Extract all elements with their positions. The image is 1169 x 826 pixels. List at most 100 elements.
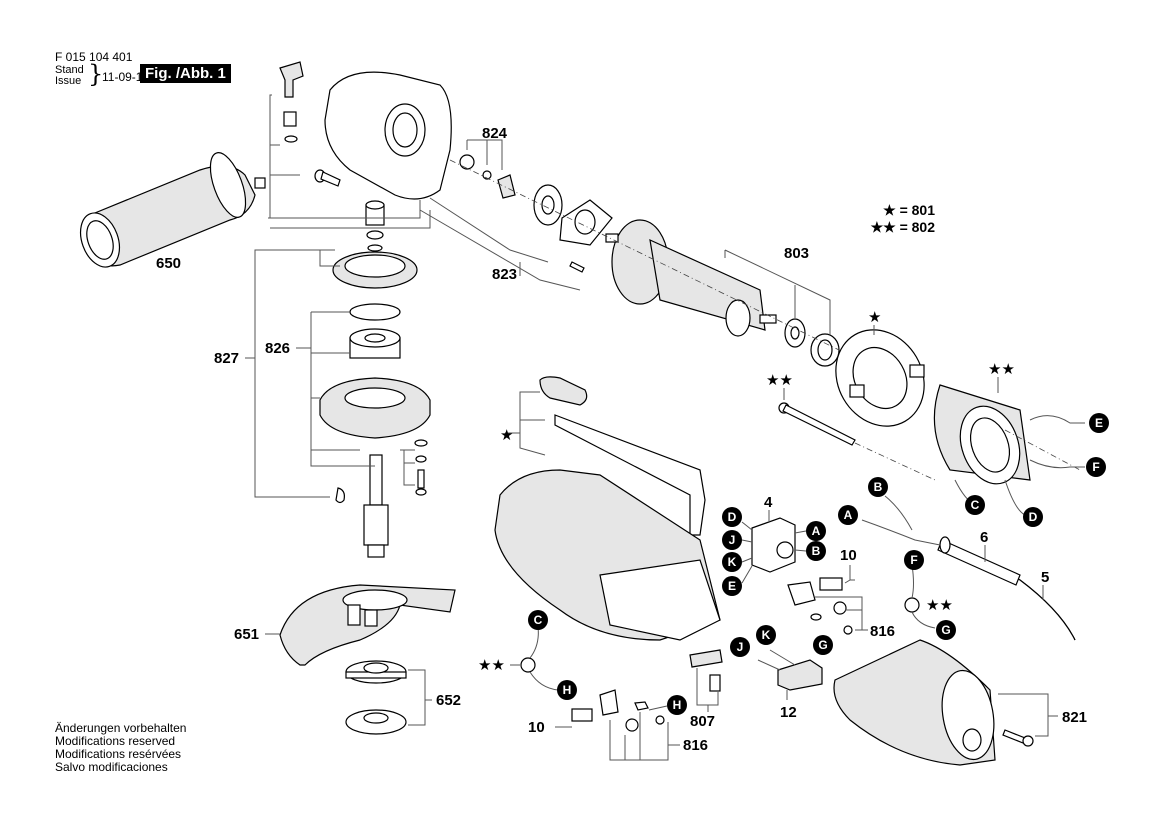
woodruff-key[interactable]	[335, 487, 345, 504]
label-12: 12	[780, 704, 797, 721]
star-field: ★★	[988, 360, 1015, 378]
armature-803[interactable]	[605, 219, 777, 337]
cover-screw[interactable]	[1002, 729, 1034, 747]
brush-holder-left[interactable]	[571, 689, 665, 732]
bearing-sleeve[interactable]	[810, 333, 840, 367]
svg-text:C: C	[534, 613, 543, 627]
svg-text:C: C	[971, 498, 980, 512]
label-823: 823	[492, 266, 517, 283]
star-ferrite-right: ★★	[926, 596, 953, 614]
svg-text:B: B	[874, 480, 883, 494]
ball-bearing-826[interactable]	[349, 328, 401, 359]
connector-B-switch: B	[806, 541, 826, 561]
field-screw[interactable]	[778, 402, 856, 446]
label-807: 807	[690, 713, 715, 730]
brush-holder-right[interactable]	[787, 577, 853, 635]
star-screw: ★★	[766, 371, 793, 389]
connector-J-capacitor: J	[730, 637, 750, 657]
nut-824[interactable]	[459, 154, 516, 199]
retaining-ring[interactable]	[349, 303, 401, 321]
star-air-guide: ★	[868, 308, 881, 326]
connector-G-ferrite: G	[936, 620, 956, 640]
rear-cover-821[interactable]	[833, 639, 1000, 766]
motor-housing[interactable]	[494, 469, 721, 641]
housing-screw[interactable]	[314, 169, 341, 187]
svg-text:H: H	[673, 698, 682, 712]
legend-double-star: ★★ = 802	[870, 219, 935, 235]
connector-J-switch: J	[722, 530, 742, 550]
connector-E-field: E	[1089, 413, 1109, 433]
issue-date: 11-09-19	[102, 70, 150, 84]
label-10-left: 10	[528, 719, 545, 736]
star-legend: ★ = 801 ★★ = 802	[845, 202, 935, 236]
bearing-plate[interactable]	[559, 199, 613, 246]
bevel-gear[interactable]	[332, 244, 418, 289]
air-guide-ring[interactable]	[819, 314, 942, 443]
svg-text:G: G	[818, 638, 827, 652]
cable-protection-sleeve-6[interactable]	[937, 536, 1021, 586]
inner-flange[interactable]	[345, 660, 407, 684]
side-handle-650[interactable]	[74, 148, 266, 272]
label-803: 803	[784, 245, 809, 262]
label-816-right: 816	[870, 623, 895, 640]
ball-bearing-front[interactable]	[533, 184, 563, 226]
svg-text:H: H	[563, 683, 572, 697]
note-en: Modifications reserved	[55, 734, 176, 748]
stand-issue-label: Stand Issue	[55, 65, 84, 87]
connector-C-field: C	[965, 495, 985, 515]
star-switch: ★	[500, 426, 513, 444]
modification-notes: Änderungen vorbehalten Modifications res…	[55, 722, 186, 774]
gear-housing[interactable]	[324, 71, 452, 200]
label-4: 4	[764, 494, 773, 511]
connector-H-ferrite: H	[557, 680, 577, 700]
connector-A-cable: A	[838, 505, 858, 525]
clamping-nut[interactable]	[345, 709, 407, 735]
connector-F-field: F	[1086, 457, 1106, 477]
note-fr: Modifications resérvées	[55, 747, 182, 761]
label-651: 651	[234, 626, 259, 643]
svg-text:G: G	[941, 623, 950, 637]
spindle-lock-button[interactable]	[279, 61, 304, 143]
connector-H-brush: H	[667, 695, 687, 715]
needle-bearing[interactable]	[365, 200, 385, 226]
connector-F-ferrite: F	[904, 550, 924, 570]
label-827: 827	[214, 350, 239, 367]
label-824: 824	[482, 125, 508, 142]
label-821: 821	[1062, 709, 1087, 726]
flange-screws[interactable]	[414, 439, 428, 496]
label-650: 650	[156, 255, 181, 272]
note-es: Salvo modificaciones	[55, 760, 168, 774]
part-code: F 015 104 401	[55, 50, 133, 64]
spacer-807[interactable]	[689, 649, 723, 692]
wheel-guard-651[interactable]	[279, 584, 456, 666]
slide-switch-knob[interactable]	[539, 376, 588, 406]
bearing-flange[interactable]	[319, 377, 431, 439]
svg-text:A: A	[844, 508, 853, 522]
legend-single-star: ★ = 801	[883, 202, 935, 218]
svg-text:F: F	[910, 553, 917, 567]
svg-text:D: D	[1029, 510, 1038, 524]
connector-D-field: D	[1023, 507, 1043, 527]
field-winding[interactable]	[933, 384, 1031, 492]
plate-screw[interactable]	[569, 261, 585, 273]
on-off-switch-4[interactable]	[751, 517, 796, 573]
spindle[interactable]	[363, 454, 389, 558]
switch-rod[interactable]	[554, 414, 706, 536]
star-ferrite-left: ★★	[478, 656, 505, 674]
suppression-capacitor-12[interactable]	[757, 649, 823, 691]
connector-B-cable: B	[868, 477, 888, 497]
figure-label: Fig. /Abb. 1	[140, 64, 231, 83]
label-816-left: 816	[683, 737, 708, 754]
brace-symbol: }	[88, 60, 104, 88]
connector-K-switch: K	[722, 552, 742, 572]
washer[interactable]	[366, 230, 384, 240]
connector-E-switch: E	[722, 576, 742, 596]
label-5: 5	[1041, 569, 1049, 586]
stand-label: Stand	[55, 64, 84, 76]
svg-text:A: A	[812, 524, 821, 538]
connector-D-switch: D	[722, 507, 742, 527]
label-6: 6	[980, 529, 988, 546]
ball-bearing-rear[interactable]	[784, 318, 806, 348]
ferrite-ring-left[interactable]	[520, 626, 559, 691]
connector-C-ferrite: C	[528, 610, 548, 630]
